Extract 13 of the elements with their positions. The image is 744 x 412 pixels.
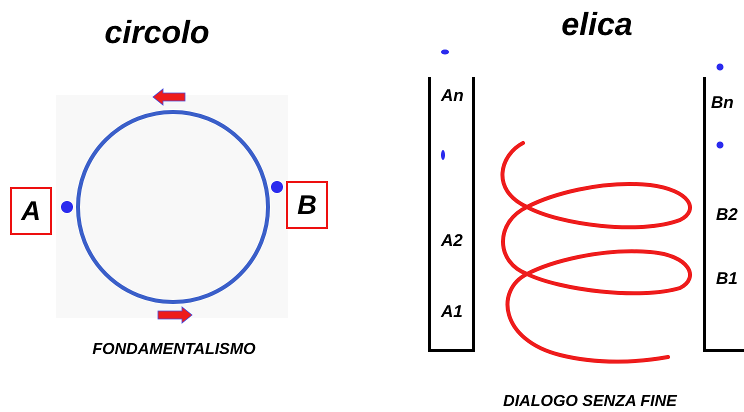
point-label: B1 [716, 270, 738, 287]
section-heading: elica [561, 8, 633, 40]
caption-text: DIALOGO SENZA FINE [503, 394, 677, 410]
label-box: B [286, 181, 328, 229]
point-label: A2 [441, 232, 463, 249]
column-frame [428, 77, 475, 352]
point-label: A1 [441, 303, 463, 320]
label-box: A [10, 187, 52, 235]
point-label: An [441, 87, 464, 104]
point-label: Bn [711, 94, 734, 111]
caption-text: FONDAMENTALISMO [92, 342, 256, 358]
point-label: B2 [716, 206, 738, 223]
section-heading: circolo [104, 16, 210, 48]
